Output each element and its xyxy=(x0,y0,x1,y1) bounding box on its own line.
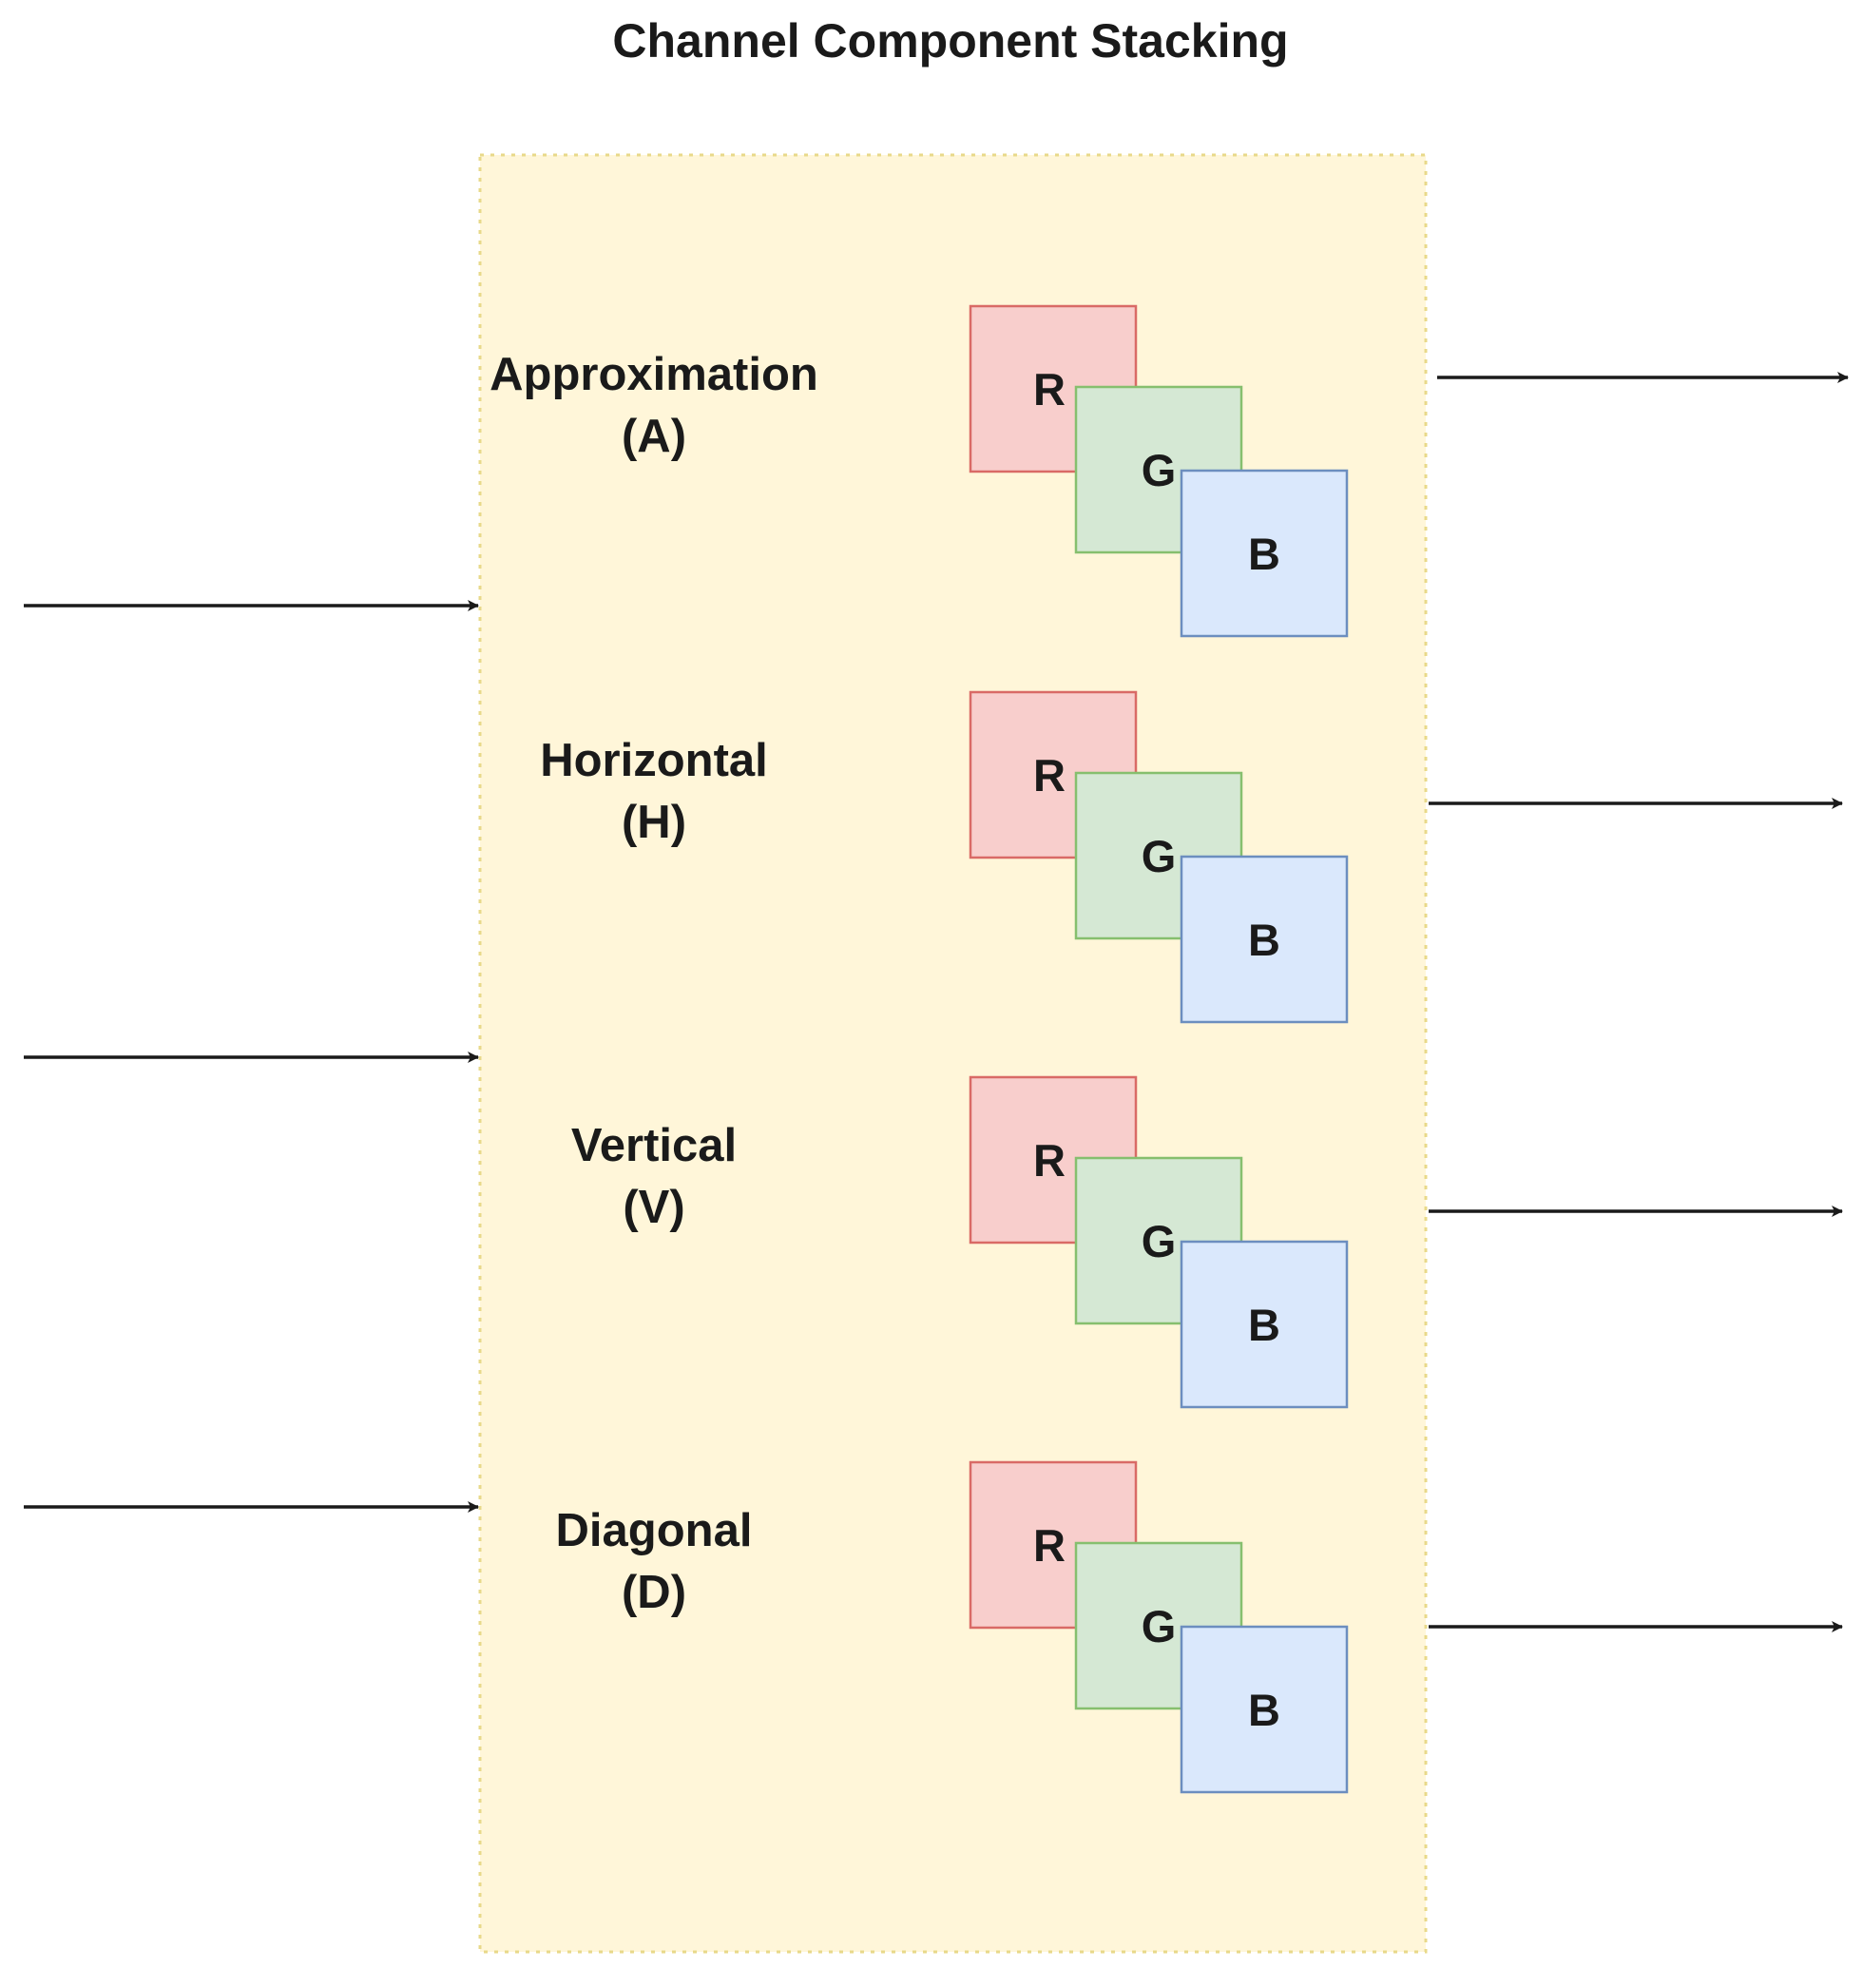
component-abbr-label: (H) xyxy=(622,797,686,848)
red-channel-label: R xyxy=(1033,750,1066,801)
blue-channel-label: B xyxy=(1248,529,1280,579)
blue-channel-square xyxy=(1180,1240,1349,1409)
component-abbr-label: (V) xyxy=(623,1182,684,1233)
component-group-approximation: Approximation (A) R G B xyxy=(490,304,1349,638)
input-arrows xyxy=(24,600,479,1513)
component-abbr-label: (A) xyxy=(622,411,686,462)
blue-channel-square xyxy=(1180,469,1349,638)
red-channel-label: R xyxy=(1033,1520,1066,1571)
red-channel-label: R xyxy=(1033,1135,1066,1186)
output-arrows xyxy=(1429,372,1849,1632)
component-name-label: Diagonal xyxy=(556,1505,753,1556)
component-group-vertical: Vertical (V) R G B xyxy=(571,1075,1349,1409)
diagram-title: Channel Component Stacking xyxy=(612,14,1288,68)
component-name-label: Approximation xyxy=(490,349,818,400)
component-abbr-label: (D) xyxy=(622,1567,686,1618)
green-channel-label: G xyxy=(1142,1601,1177,1651)
green-channel-label: G xyxy=(1142,445,1177,495)
component-groups: Approximation(A)RGBHorizontal(H)RGBVerti… xyxy=(490,304,1349,1794)
blue-channel-square xyxy=(1180,855,1349,1024)
green-channel-label: G xyxy=(1142,1216,1177,1266)
component-name-label: Horizontal xyxy=(540,735,768,786)
blue-channel-label: B xyxy=(1248,1685,1280,1735)
component-name-label: Vertical xyxy=(571,1120,737,1171)
blue-channel-square xyxy=(1180,1625,1349,1794)
component-group-diagonal: Diagonal (D) R G B xyxy=(556,1460,1349,1794)
red-channel-label: R xyxy=(1033,364,1066,415)
component-group-horizontal: Horizontal (H) R G B xyxy=(540,690,1349,1024)
green-channel-label: G xyxy=(1142,831,1177,881)
blue-channel-label: B xyxy=(1248,1300,1280,1350)
blue-channel-label: B xyxy=(1248,915,1280,965)
